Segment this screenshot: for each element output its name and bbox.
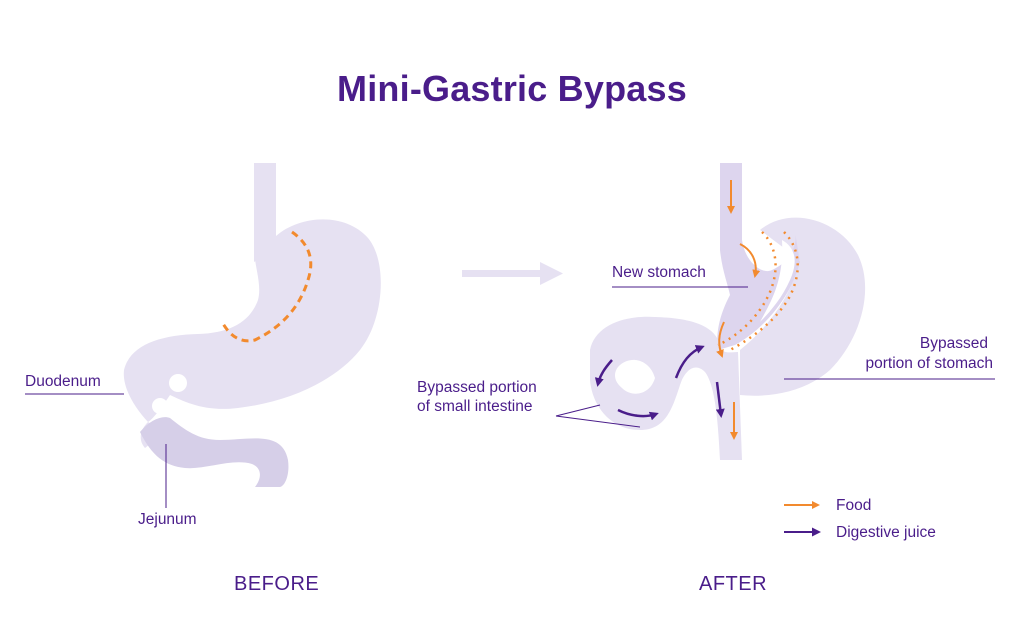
before-stomach-illustration <box>123 163 381 487</box>
bypassed-stomach <box>740 217 866 396</box>
before-stomach <box>123 163 381 422</box>
legend-food-label: Food <box>836 497 872 514</box>
stage-before-label: BEFORE <box>234 573 320 595</box>
legend-swatches <box>784 501 821 537</box>
before-cut-line <box>220 230 313 343</box>
label-bypassed-intestine-line2: of small intestine <box>417 398 533 415</box>
after-cut-line-inner <box>717 231 777 347</box>
label-bypassed-intestine-line1: Bypassed portion <box>417 379 537 396</box>
label-bypassed-stomach-line1: Bypassed <box>919 335 988 352</box>
label-leader-lines <box>25 286 995 508</box>
transition-arrow <box>462 262 563 285</box>
after-cut-line-outer <box>729 231 799 352</box>
page-title: Mini-Gastric Bypass <box>337 68 687 109</box>
label-jejunum: Jejunum <box>138 511 197 528</box>
before-jejunum <box>140 417 289 487</box>
new-stomach-pouch <box>717 163 800 350</box>
stage-after-label: AFTER <box>699 573 768 595</box>
label-new-stomach: New stomach <box>612 264 706 281</box>
food-flow-arrows <box>716 180 761 440</box>
legend-juice-label: Digestive juice <box>836 524 936 541</box>
after-stomach-illustration <box>590 163 866 460</box>
label-bypassed-stomach-line2: portion of stomach <box>865 355 993 372</box>
label-duodenum: Duodenum <box>25 373 101 390</box>
digestive-juice-flow-arrows <box>594 345 725 421</box>
